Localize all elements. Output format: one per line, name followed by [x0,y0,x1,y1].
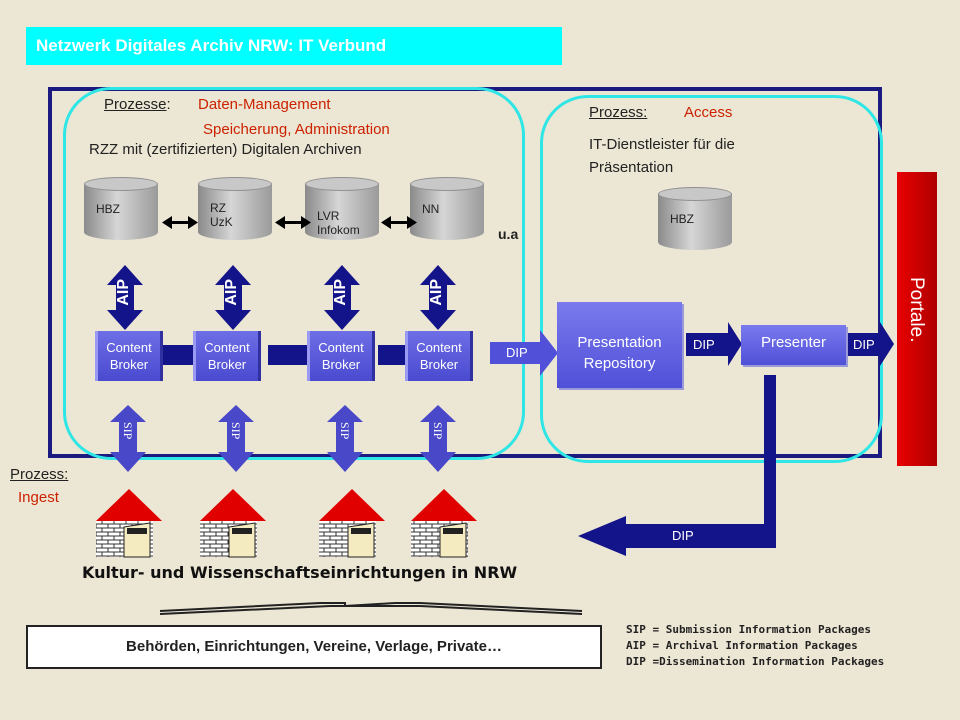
presenter-box: Presenter [741,325,846,365]
sip-label-3: SIP [338,422,352,440]
aip-arrow-2 [215,265,251,330]
house-1 [96,489,162,558]
dip-label-presenter: DIP [693,337,715,352]
sync-arrow-1 [162,216,198,229]
archive-hbz: HBZ [84,177,158,247]
presentation-repository: Presentation Repository [557,302,682,388]
ua-label: u.a [498,226,519,242]
sip-arrow-3 [327,405,363,472]
content-broker-3: Content Broker [307,331,375,381]
dip-label-repository: DIP [506,345,528,360]
legend-aip: AIP = Archival Information Packages [626,639,858,652]
broker-link-3 [378,345,410,365]
archive-hbz-access: HBZ [658,187,732,257]
dip-return-arrow [578,375,776,556]
archive-rz-uzk: RZ UzK [198,177,272,247]
dip-label-return: DIP [672,528,694,543]
sync-arrow-2 [275,216,311,229]
stakeholders-box: Behörden, Einrichtungen, Vereine, Verlag… [26,625,602,669]
ingest-label: Prozess: [10,466,69,483]
dip-arrow-repository [490,330,558,376]
archive-lvr-infokom: LVR Infokom [305,177,379,247]
archive-nn: NN [410,177,484,247]
storage-process-value-1: Daten-Management [198,96,331,113]
sync-arrow-3 [381,216,417,229]
sip-label-2: SIP [229,422,243,440]
access-process-label: Prozess: [589,104,648,121]
house-4 [411,489,477,558]
ingest-value: Ingest [18,489,59,506]
broker-link-2 [268,345,313,365]
content-broker-4: Content Broker [405,331,473,381]
sip-arrow-1 [110,405,146,472]
broker-link-1 [162,345,202,365]
bottom-bracket [159,602,583,615]
storage-zone [63,87,525,460]
access-zone [540,95,883,463]
dip-arrow-portale [848,322,894,366]
house-2 [200,489,266,558]
sip-label-1: SIP [121,422,135,440]
dip-arrow-presenter [686,322,742,366]
content-broker-1: Content Broker [95,331,163,381]
storage-process-value-2: Speicherung, Administration [203,121,390,138]
content-broker-2: Content Broker [193,331,261,381]
storage-process-label: Prozesse: [104,96,171,113]
legend-sip: SIP = Submission Information Packages [626,623,872,636]
house-3 [319,489,385,558]
abbreviation-legend: SIP = Submission Information Packages AI… [626,622,884,670]
sip-arrows [110,405,456,472]
aip-arrow-1 [107,265,143,330]
page-title: Netzwerk Digitales Archiv NRW: IT Verbun… [26,27,562,65]
access-process-value: Access [684,104,733,121]
sip-arrow-4 [420,405,456,472]
access-desc: IT-Dienstleister für die Präsentation [589,136,735,176]
dip-label-portale: DIP [853,337,875,352]
sync-arrows [162,216,417,229]
institutions-caption: Kultur- und Wissenschaftseinrichtungen i… [82,563,518,582]
legend-dip: DIP =Dissemination Information Packages [626,655,885,668]
portale-bar: Portale. [897,172,937,466]
aip-arrow-4 [420,265,456,330]
aip-arrows [107,265,456,330]
sip-arrow-2 [218,405,254,472]
aip-arrow-3 [324,265,360,330]
storage-subtitle: RZZ mit (zertifizierten) Digitalen Archi… [89,141,362,158]
sip-label-4: SIP [431,422,445,440]
